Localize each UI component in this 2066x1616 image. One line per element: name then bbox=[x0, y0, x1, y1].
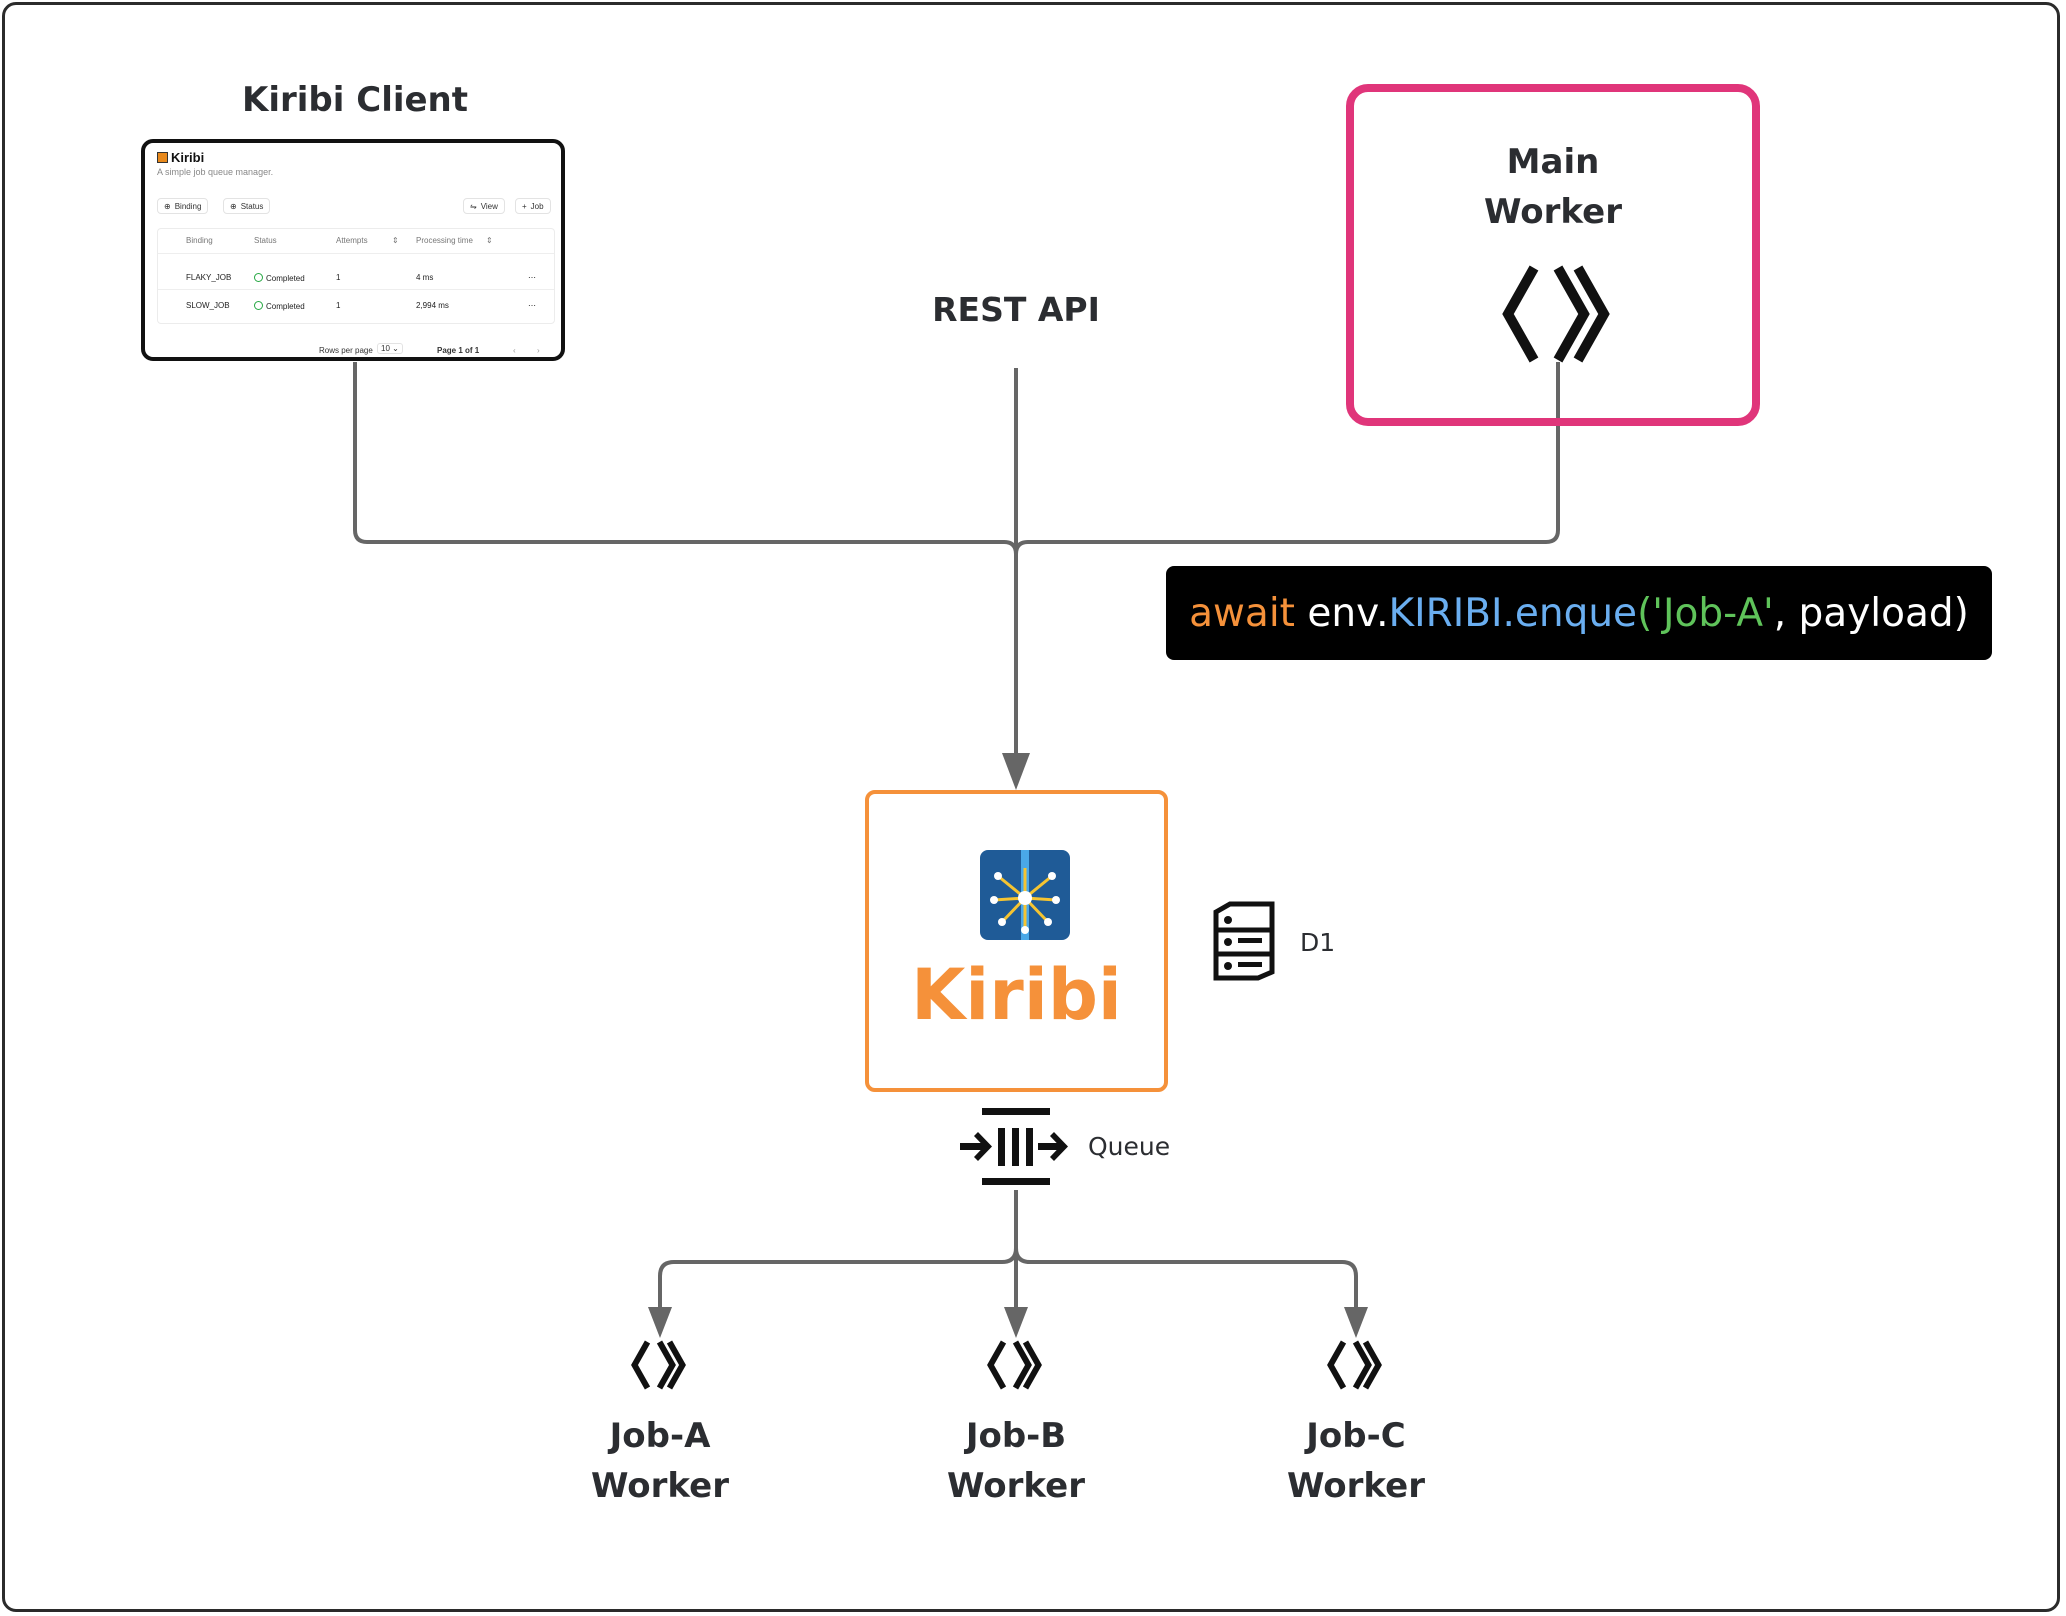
status-text: Completed bbox=[266, 274, 305, 283]
plus-circle-icon: ⊕ bbox=[164, 201, 171, 211]
main-worker-label-line2: Worker bbox=[1484, 192, 1622, 232]
rows-per-page-label: Rows per page bbox=[319, 346, 373, 355]
rows-per-page-value: 10 bbox=[381, 344, 390, 353]
chevron-down-icon: ⌄ bbox=[392, 344, 399, 353]
job-c-label-line1: Job-C bbox=[1306, 1416, 1406, 1456]
column-binding[interactable]: Binding bbox=[186, 236, 213, 245]
filter-binding-button[interactable]: ⊕Binding bbox=[157, 198, 209, 214]
kiribi-name: Kiribi bbox=[911, 954, 1122, 1036]
cell-binding: FLAKY_JOB bbox=[186, 273, 232, 282]
arrow-to-job-b bbox=[1004, 1307, 1028, 1338]
d1-label: D1 bbox=[1300, 928, 1336, 957]
client-title: Kiribi Client bbox=[241, 80, 469, 120]
d1-database-icon bbox=[1213, 901, 1275, 981]
job-a-label-line2: Worker bbox=[591, 1466, 729, 1506]
plus-icon: + bbox=[522, 201, 527, 211]
client-brand: Kiribi bbox=[157, 150, 204, 165]
add-job-button[interactable]: +Job bbox=[515, 198, 551, 214]
cell-attempts: 1 bbox=[336, 273, 341, 282]
queue-label: Queue bbox=[1088, 1132, 1171, 1161]
kiribi-small-logo-icon bbox=[157, 152, 168, 163]
arrow-to-kiribi bbox=[1002, 753, 1030, 790]
job-b-label-line2: Worker bbox=[947, 1466, 1085, 1506]
add-job-label: Job bbox=[530, 201, 544, 211]
cell-status: Completed bbox=[254, 301, 305, 311]
job-a-label-line1: Job-A bbox=[609, 1416, 711, 1456]
row-menu-icon[interactable]: ⋯ bbox=[528, 301, 536, 310]
client-subtitle: A simple job queue manager. bbox=[157, 167, 274, 177]
view-button[interactable]: ⇋View bbox=[463, 198, 505, 214]
check-circle-icon bbox=[254, 301, 263, 310]
column-status[interactable]: Status bbox=[254, 236, 277, 245]
main-worker-box: Main Worker bbox=[1346, 84, 1760, 426]
code-binding: KIRIBI bbox=[1388, 590, 1503, 636]
arrow-to-job-c bbox=[1344, 1307, 1368, 1338]
plus-circle-icon: ⊕ bbox=[230, 201, 237, 211]
job-c-worker-icon bbox=[1327, 1340, 1382, 1390]
prev-page-icon[interactable]: ‹ bbox=[513, 346, 516, 355]
next-page-icon[interactable]: › bbox=[537, 346, 540, 355]
client-app-name: Kiribi bbox=[171, 150, 205, 165]
column-processing-time[interactable]: Processing time bbox=[416, 236, 473, 245]
cloudflare-workers-icon bbox=[1502, 265, 1610, 363]
filter-status-label: Status bbox=[240, 201, 264, 211]
code-method: enque bbox=[1514, 590, 1638, 636]
jobs-table: Binding Status Attempts ⇕ Processing tim… bbox=[157, 228, 555, 324]
divider bbox=[158, 253, 554, 254]
code-keyword: await bbox=[1189, 590, 1295, 636]
column-attempts[interactable]: Attempts bbox=[336, 236, 368, 245]
view-button-label: View bbox=[480, 201, 498, 211]
job-b-worker-icon bbox=[987, 1340, 1042, 1390]
job-a-worker-icon bbox=[631, 1340, 686, 1390]
cell-time: 4 ms bbox=[416, 273, 434, 282]
main-worker-label-line1: Main bbox=[1506, 142, 1600, 182]
job-b-label-line1: Job-B bbox=[965, 1416, 1067, 1456]
arrow-to-job-a bbox=[648, 1307, 672, 1338]
rows-per-page-select[interactable]: 10 ⌄ bbox=[377, 343, 403, 354]
cell-status: Completed bbox=[254, 273, 305, 283]
sliders-icon: ⇋ bbox=[470, 201, 477, 211]
code-paren: ( bbox=[1637, 590, 1653, 636]
queue-to-job-a bbox=[658, 1247, 1018, 1310]
code-object: env. bbox=[1294, 590, 1389, 636]
kiribi-service-box: Kiribi bbox=[865, 790, 1168, 1092]
cell-time: 2,994 ms bbox=[416, 301, 449, 310]
rest-api-label: REST API bbox=[932, 290, 1100, 329]
cell-binding: SLOW_JOB bbox=[186, 301, 230, 310]
code-rest: , payload) bbox=[1773, 590, 1969, 636]
kiribi-logo-icon bbox=[980, 850, 1070, 940]
check-circle-icon bbox=[254, 273, 263, 282]
code-arg: 'Job-A' bbox=[1652, 590, 1774, 636]
code-dot: . bbox=[1502, 590, 1515, 636]
divider bbox=[158, 289, 554, 290]
filter-binding-label: Binding bbox=[174, 201, 202, 211]
queue-to-job-c bbox=[1014, 1247, 1358, 1310]
page-indicator: Page 1 of 1 bbox=[437, 346, 480, 355]
filter-status-button[interactable]: ⊕Status bbox=[223, 198, 271, 214]
job-c-label-line2: Worker bbox=[1287, 1466, 1425, 1506]
sort-icon[interactable]: ⇕ bbox=[486, 236, 493, 245]
row-menu-icon[interactable]: ⋯ bbox=[528, 273, 536, 282]
queue-icon bbox=[960, 1108, 1068, 1185]
client-connector bbox=[353, 362, 1018, 555]
cell-attempts: 1 bbox=[336, 301, 341, 310]
sort-icon[interactable]: ⇕ bbox=[392, 236, 399, 245]
kiribi-client-screenshot: Kiribi A simple job queue manager. ⊕Bind… bbox=[141, 139, 565, 361]
code-snippet: await env.KIRIBI.enque('Job-A', payload) bbox=[1166, 566, 1992, 660]
status-text: Completed bbox=[266, 302, 305, 311]
